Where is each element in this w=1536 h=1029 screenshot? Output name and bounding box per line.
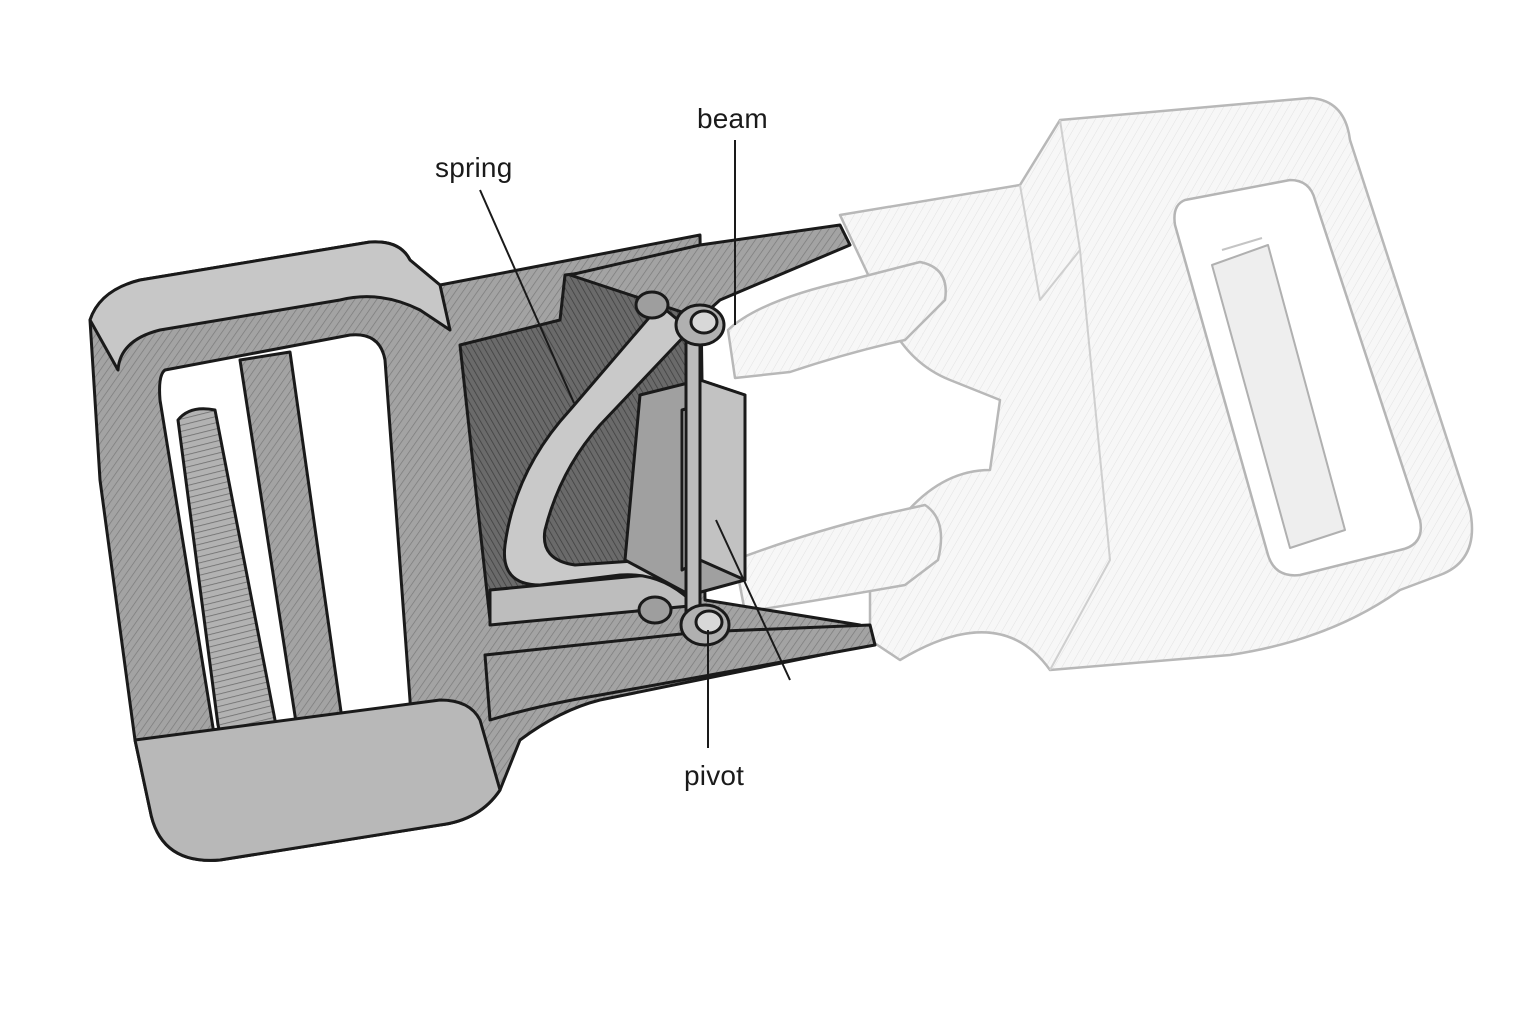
ghost-upper-prong (726, 260, 947, 380)
upper-pivot (634, 290, 726, 347)
label-beam: beam (697, 103, 768, 134)
lower-pivot (637, 595, 731, 647)
label-spring: spring (435, 152, 513, 183)
leader-pivot-beam (715, 519, 791, 681)
ghost-male-buckle (838, 96, 1474, 672)
beam (623, 328, 747, 617)
label-pivot: pivot (684, 760, 745, 791)
ghost-lower-prong (733, 503, 943, 614)
leader-lines (479, 140, 791, 748)
leader-spring (479, 189, 575, 404)
